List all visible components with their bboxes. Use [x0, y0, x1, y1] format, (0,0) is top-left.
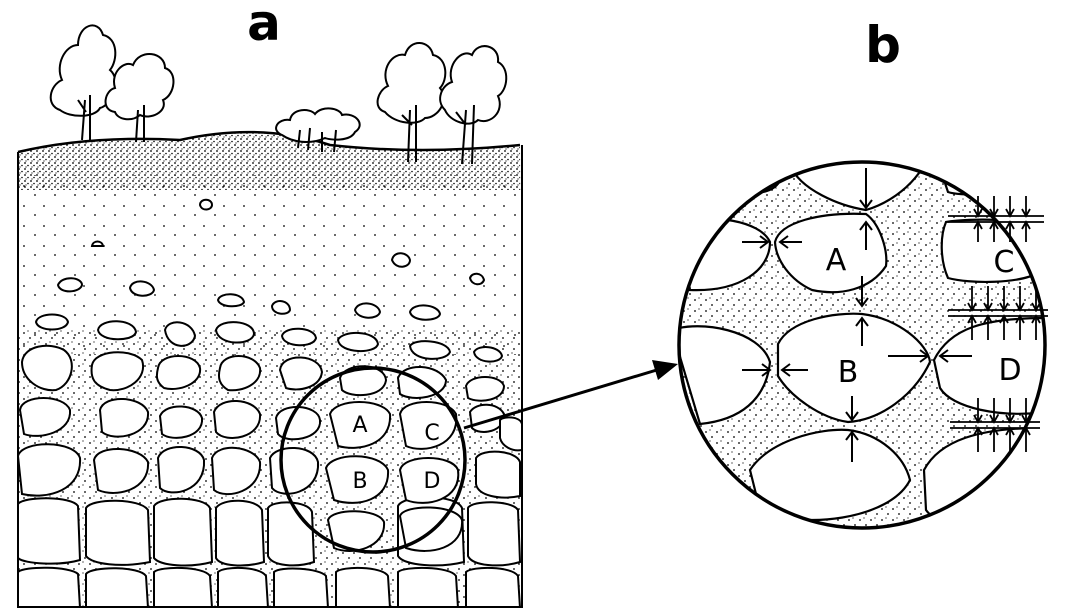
- panel-letter-a: a: [247, 0, 281, 52]
- tree-icon: [51, 25, 116, 140]
- label-a-small: A: [352, 413, 367, 438]
- label-b-small: B: [352, 469, 367, 494]
- label-a-large: A: [826, 243, 847, 278]
- tree-icon: [378, 43, 446, 162]
- label-d-small: D: [424, 469, 441, 494]
- magnified-view: A B C D: [672, 125, 1048, 534]
- tree-icon: [106, 54, 174, 142]
- label-b-large: B: [838, 355, 859, 390]
- label-c-large: C: [994, 245, 1015, 280]
- label-c-small: C: [424, 421, 439, 446]
- panel-letter-b: b: [865, 16, 901, 74]
- soil-profile: A B C D: [18, 25, 523, 608]
- label-d-large: D: [998, 353, 1021, 388]
